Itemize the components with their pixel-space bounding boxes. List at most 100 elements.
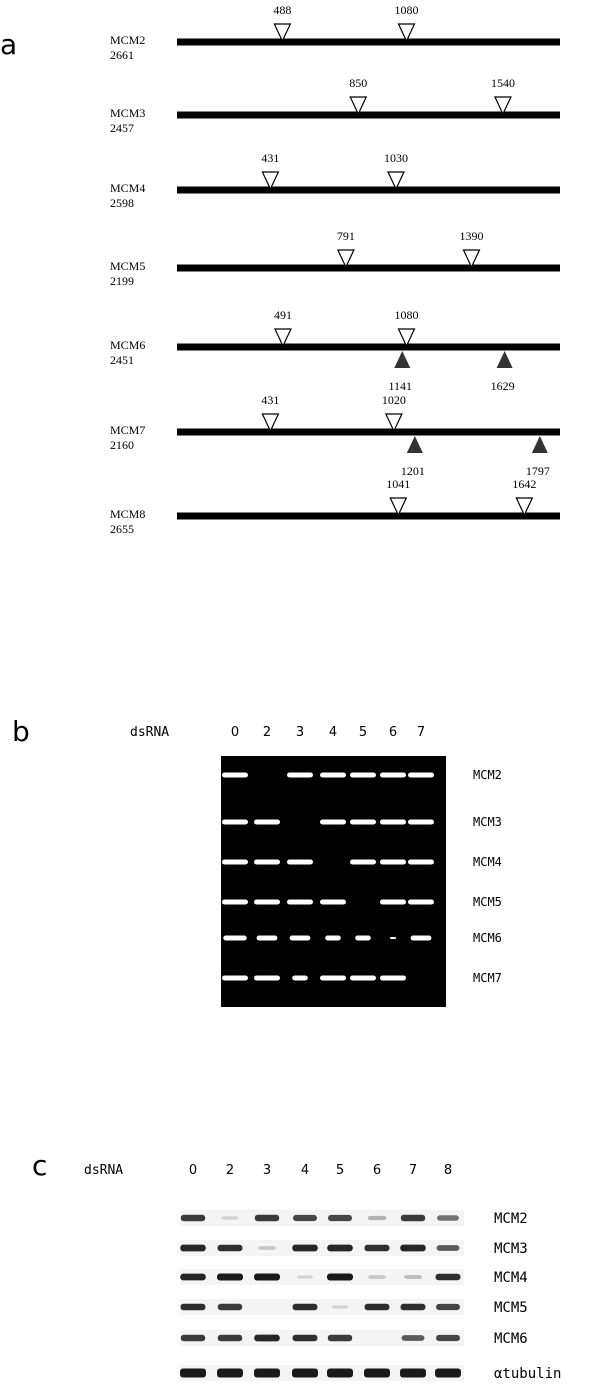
- open-site-marker: [274, 328, 292, 348]
- gel-band: [254, 975, 280, 981]
- blot-band: [403, 1275, 423, 1279]
- gene-name: MCM6: [110, 338, 145, 352]
- gel-row-label: MCM3: [473, 815, 502, 829]
- gel-band: [320, 975, 346, 981]
- blot-strip: [180, 1330, 464, 1346]
- gene-name: MCM8: [110, 507, 145, 521]
- open-site-label: 431: [261, 393, 279, 407]
- blot-band: [221, 1216, 239, 1220]
- blot-band: [293, 1214, 317, 1222]
- blot-band: [367, 1215, 387, 1221]
- gene-name: MCM5: [110, 259, 145, 273]
- gel-band: [408, 899, 434, 905]
- gene-length: 2199: [110, 274, 134, 288]
- blot-band: [435, 1368, 461, 1378]
- gene-bar: [177, 343, 560, 351]
- gene-length: 2655: [110, 522, 134, 536]
- blot-strip: [180, 1365, 464, 1381]
- blot-row-label: MCM6: [494, 1331, 528, 1347]
- blot-row-label: MCM3: [494, 1241, 528, 1257]
- gel-band: [410, 935, 432, 941]
- open-site-marker: [397, 328, 416, 348]
- gene-length: 2451: [110, 353, 134, 367]
- panel-b-label: b: [12, 715, 30, 748]
- gel-band: [380, 859, 406, 865]
- open-site-marker: [384, 413, 403, 433]
- gel-band: [222, 899, 248, 905]
- open-site-marker: [349, 96, 368, 116]
- blot-band: [217, 1273, 243, 1281]
- blot-band: [217, 1368, 243, 1378]
- gene-bar: [177, 38, 560, 46]
- panel-a-label: a: [0, 28, 17, 61]
- gene-name: MCM2: [110, 33, 145, 47]
- gel-band: [222, 975, 248, 981]
- open-site-marker: [389, 497, 408, 517]
- gel-row-label: MCM6: [473, 931, 502, 945]
- gel-band: [254, 819, 280, 825]
- blot-band: [400, 1368, 426, 1378]
- blot-row-label: MCM4: [494, 1270, 528, 1286]
- blot-band: [327, 1244, 353, 1252]
- gene-bar: [177, 264, 560, 272]
- blot-band: [401, 1335, 425, 1341]
- gel-band: [292, 975, 308, 981]
- gel-band: [380, 772, 406, 778]
- blot-lane-label: 8: [444, 1163, 452, 1178]
- blot-lane-label: 5: [336, 1163, 344, 1178]
- gel-band: [222, 772, 248, 778]
- gel-band: [254, 899, 280, 905]
- gel-lane-label: 0: [231, 725, 239, 740]
- gel-band: [222, 859, 248, 865]
- gel-band: [325, 935, 341, 941]
- open-site-marker: [261, 413, 280, 433]
- gel-band: [287, 859, 313, 865]
- filled-site-marker: [531, 436, 548, 453]
- blot-band: [217, 1303, 243, 1311]
- blot-band: [217, 1334, 243, 1342]
- blot-band: [292, 1244, 318, 1252]
- blot-band: [327, 1273, 353, 1281]
- blot-band: [180, 1334, 206, 1342]
- gel-band: [289, 935, 311, 941]
- open-site-label: 488: [273, 3, 291, 17]
- blot-band: [180, 1273, 206, 1281]
- gel-band: [256, 935, 278, 941]
- gel-lane-label: 5: [359, 725, 367, 740]
- open-site-label: 431: [261, 151, 279, 165]
- gel-row-label: MCM7: [473, 971, 502, 985]
- gel-band: [320, 819, 346, 825]
- gel-row-label: MCM2: [473, 768, 502, 782]
- open-site-label: 1642: [512, 477, 536, 491]
- gel-lane-label: 2: [263, 725, 271, 740]
- open-site-label: 791: [337, 229, 355, 243]
- open-site-label: 850: [349, 76, 367, 90]
- gel-band: [389, 937, 397, 939]
- open-site-label: 1020: [382, 393, 406, 407]
- blot-band: [292, 1303, 318, 1311]
- gel-band: [355, 935, 371, 941]
- blot-band: [436, 1334, 460, 1342]
- blot-band: [328, 1214, 352, 1222]
- gel-band: [380, 975, 406, 981]
- blot-band: [400, 1303, 426, 1311]
- blot-lane-label: 3: [263, 1163, 271, 1178]
- blot-band: [292, 1368, 318, 1378]
- blot-band: [327, 1368, 353, 1378]
- gene-length: 2661: [110, 48, 134, 62]
- gene-bar: [177, 111, 560, 119]
- open-site-marker: [493, 96, 512, 116]
- blot-lane-label: 2: [226, 1163, 234, 1178]
- gel-band: [380, 899, 406, 905]
- gel-lane-label: 7: [417, 725, 425, 740]
- gel-band: [287, 772, 313, 778]
- panel-c-dsrna-label: dsRNA: [84, 1163, 123, 1178]
- blot-band: [254, 1368, 280, 1378]
- gel-band: [408, 859, 434, 865]
- open-site-marker: [515, 497, 534, 517]
- blot-band: [435, 1273, 461, 1281]
- gel-lane-label: 4: [329, 725, 337, 740]
- panel-b-dsrna-label: dsRNA: [130, 725, 169, 740]
